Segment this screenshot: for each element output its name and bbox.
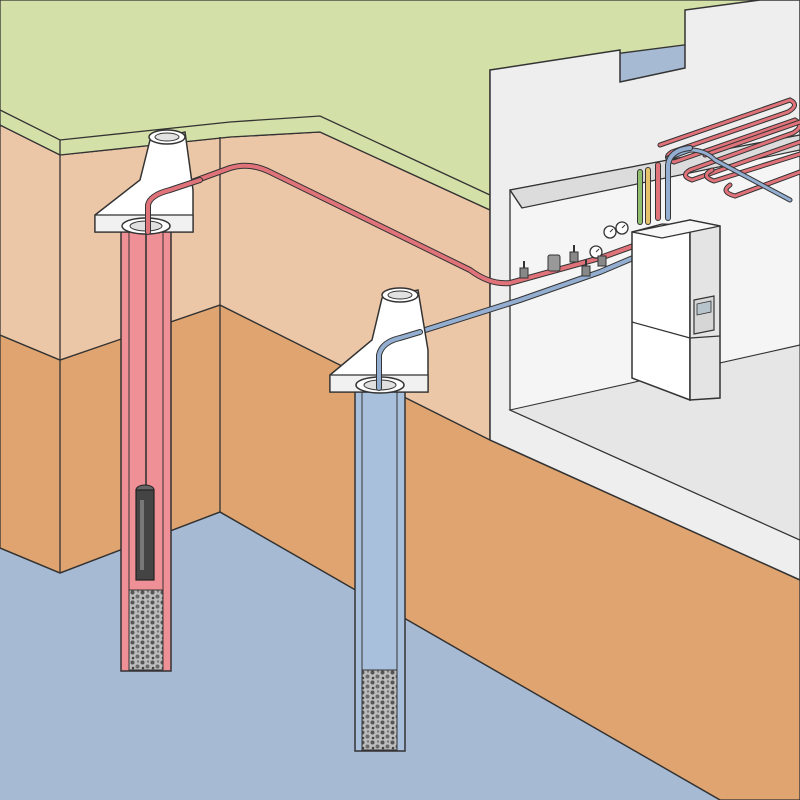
gravel-pack [128, 589, 164, 671]
supply-well [120, 227, 172, 672]
shutoff-valve-icon [581, 259, 591, 277]
return-well [354, 384, 406, 752]
pressure-gauge-icon [615, 221, 629, 235]
submersible-pump-icon [135, 484, 155, 581]
wellhead-pipe-stubs [145, 177, 423, 391]
pressure-gauge-icon [589, 245, 603, 259]
shutoff-valve-icon [519, 261, 529, 279]
control-panel [693, 295, 715, 335]
pressure-gauge-icon [603, 225, 617, 239]
shutoff-valve-icon [597, 255, 607, 267]
valve-group [519, 221, 629, 279]
filter-housing-icon [547, 254, 561, 272]
shutoff-valve-icon [569, 245, 579, 263]
heat-pump-unit [631, 219, 721, 402]
gravel-pack [361, 669, 398, 751]
supply-wellhead [94, 129, 194, 235]
